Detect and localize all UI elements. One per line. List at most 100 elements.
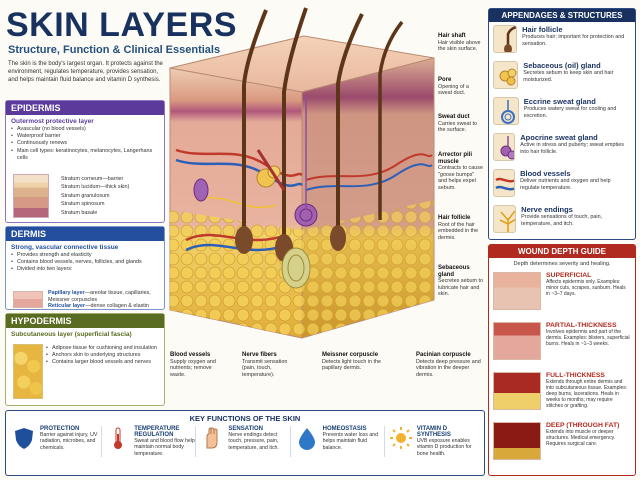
dermis-title: DERMIS: [6, 227, 164, 241]
appendages-title: APPENDAGES & STRUCTURES: [489, 9, 635, 22]
wound-depth-title: FULL-THICKNESS: [546, 372, 605, 379]
appendage-text: Secretes sebum to keep skin and hair moi…: [523, 70, 614, 83]
wound-depth-text: Affects epidermis only. Examples: minor …: [546, 279, 626, 297]
appendage-text: Active in stress and puberty; sweat empt…: [520, 142, 624, 155]
appendage-title: Hair follicle: [522, 25, 563, 34]
function-title: VITAMIN D SYNTHESIS: [416, 426, 451, 438]
function-title: SENSATION: [228, 426, 263, 432]
function-title: HOMEOSTASIS: [322, 426, 367, 432]
wound-depth-title: PARTIAL-THICKNESS: [546, 322, 617, 329]
function-title: TEMPERATURE REGULATION: [134, 426, 180, 438]
wound-subtitle: Depth determines severity and healing.: [513, 261, 611, 267]
appendage-text: Produces hair; important for protection …: [522, 34, 625, 47]
wound-panel: WOUND DEPTH GUIDE Depth determines sever…: [488, 244, 636, 476]
wound-depth-thumbnail: [493, 422, 541, 460]
function-title: PROTECTION: [40, 426, 80, 432]
fat-tissue-illustration: [13, 344, 43, 399]
water-drop-icon: [298, 428, 315, 450]
list-item: Avascular (no blood vessels): [11, 126, 159, 133]
stratum-spinosum-label: Stratum spinosum: [61, 201, 105, 208]
list-item: Contains blood vessels, nerves, follicle…: [11, 259, 159, 266]
wound-depth-text: Extends into muscle or deeper structures…: [546, 429, 616, 447]
appendage-text: Provide sensations of touch, pain, tempe…: [521, 214, 603, 227]
function-text: UVB exposure enables vitamin D productio…: [416, 438, 472, 457]
wound-depth-thumbnail: [493, 372, 541, 410]
thermometer-icon: [114, 427, 123, 449]
stratum-basale-label: Stratum basale: [61, 209, 98, 216]
hypodermis-bullets: Adipose tissue for cushioning and insula…: [46, 345, 162, 367]
shield-icon: [15, 428, 33, 449]
reticular-layer-label: Reticular layer: [48, 303, 86, 310]
apocrine-gland-icon: [493, 133, 516, 161]
list-item: Continuously renews: [11, 140, 159, 147]
appendage-title: Sebaceous (oil) gland: [523, 61, 601, 70]
list-item: Provides strength and elasticity: [11, 252, 159, 259]
dermis-card: DERMIS Strong, vascular connective tissu…: [5, 226, 165, 310]
wound-item: DEEP (THROUGH FAT)Extends into muscle or…: [489, 420, 635, 470]
dermis-layers-illustration: [13, 291, 43, 308]
nerve-endings-icon: [493, 205, 517, 233]
wound-depth-title: SUPERFICIAL: [546, 272, 592, 279]
list-item: Main cell types: keratinocytes, melanocy…: [11, 148, 159, 162]
reticular-layer-text: —dense collagen & elastin: [85, 303, 149, 310]
function-text: Nerve endings detect touch, pressure, pa…: [228, 432, 279, 451]
appendage-text: Produces watery sweat for cooling and ex…: [523, 106, 617, 119]
epidermis-card: EPIDERMIS Outermost protective layer Ava…: [5, 100, 165, 223]
epidermis-strata-illustration: [13, 174, 49, 218]
intro-text: The skin is the body's largest organ. It…: [8, 61, 163, 83]
stratum-granulosum-label: Stratum granulosum: [61, 192, 110, 199]
blood-vessels-icon: [493, 169, 516, 197]
skin-cross-section-illustration: [169, 7, 435, 339]
function-text: Prevents water loss and helps maintain f…: [322, 432, 378, 451]
dermis-subtitle: Strong, vascular connective tissue: [11, 244, 119, 251]
hair-follicle-icon: [493, 25, 518, 53]
sun-icon: [389, 427, 412, 449]
function-text: Sweat and blood flow help maintain norma…: [134, 438, 195, 457]
list-item: Divided into two layers:: [11, 266, 159, 273]
wound-title: WOUND DEPTH GUIDE: [489, 245, 635, 258]
page-title: SKIN LAYERS: [6, 6, 237, 44]
stratum-lucidum-label: Stratum lucidum—thick skin): [61, 184, 130, 191]
dermis-bullets: Provides strength and elasticity Contain…: [6, 252, 164, 274]
epidermis-title: EPIDERMIS: [6, 101, 164, 115]
hand-icon: [206, 427, 218, 449]
function-text: Barrier against injury, UV radiation, mi…: [40, 432, 98, 451]
stratum-corneum-label: Stratum corneum—barrier: [61, 176, 124, 182]
appendage-title: Apocrine sweat gland: [520, 133, 598, 142]
epidermis-subtitle: Outermost protective layer: [11, 118, 94, 125]
wound-depth-text: Extends through entire dermis and into s…: [546, 379, 628, 409]
wound-depth-text: Involves epidermis and part of the dermi…: [546, 329, 630, 347]
papillary-layer-text: —areolar tissue, capillaries, Meissner c…: [48, 290, 151, 303]
list-item: Adipose tissue for cushioning and insula…: [46, 345, 162, 352]
hypodermis-title: HYPODERMIS: [6, 314, 164, 328]
list-item: Contains larger blood vessels and nerves: [46, 359, 162, 366]
functions-title: KEY FUNCTIONS OF THE SKIN: [189, 414, 301, 423]
list-item: Waterproof barrier: [11, 133, 159, 140]
wound-depth-thumbnail: [493, 272, 541, 310]
wound-depth-title: DEEP (THROUGH FAT): [546, 422, 620, 429]
eccrine-gland-icon: [493, 97, 519, 125]
appendage-text: Deliver nutrients and oxygen and help re…: [520, 178, 611, 191]
wound-depth-thumbnail: [493, 322, 541, 360]
